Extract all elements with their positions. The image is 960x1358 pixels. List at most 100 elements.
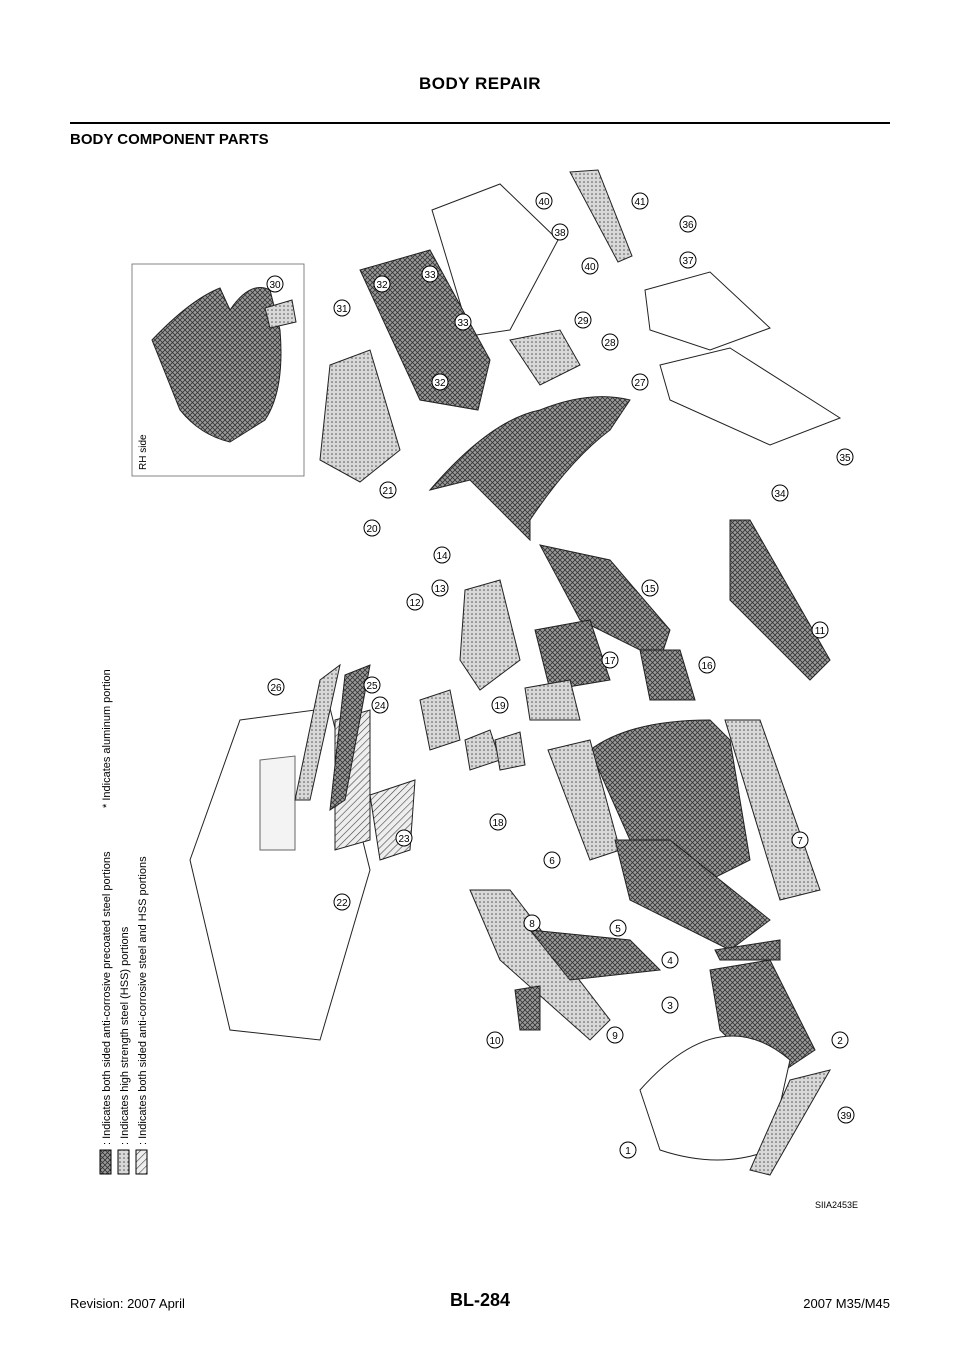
svg-text:13: 13 bbox=[434, 584, 446, 595]
svg-text:3: 3 bbox=[667, 1001, 673, 1012]
callout-23: 23 bbox=[395, 829, 413, 847]
callout-8: 8 bbox=[523, 914, 541, 932]
rh-side-inset: RH side bbox=[131, 263, 305, 477]
svg-text:29: 29 bbox=[577, 316, 589, 327]
svg-text:6: 6 bbox=[549, 856, 555, 867]
footer-revision: Revision: 2007 April bbox=[70, 1296, 185, 1311]
callout-11: 11 bbox=[811, 621, 829, 639]
footer-page-number: BL-284 bbox=[449, 1290, 511, 1310]
svg-text:40: 40 bbox=[584, 262, 596, 273]
callout-40b: 40 bbox=[581, 257, 599, 275]
svg-text:7: 7 bbox=[797, 836, 803, 847]
page-header-title: BODY REPAIR bbox=[418, 74, 541, 93]
callout-6: 6 bbox=[543, 851, 561, 869]
callout-9: 9 bbox=[606, 1026, 624, 1044]
callout-22: 22 bbox=[333, 893, 351, 911]
callout-21: 21 bbox=[379, 481, 397, 499]
page-footer: Revision: 2007 April BL-284 2007 M35/M45 bbox=[0, 1290, 960, 1330]
callout-30: 30 bbox=[266, 275, 284, 293]
svg-text:31: 31 bbox=[336, 304, 348, 315]
svg-text:24: 24 bbox=[374, 701, 386, 712]
callout-4: 4 bbox=[661, 951, 679, 969]
callout-31: 31 bbox=[333, 299, 351, 317]
svg-text:11: 11 bbox=[815, 626, 826, 637]
svg-text:25: 25 bbox=[366, 681, 378, 692]
callout-33a: 33 bbox=[421, 265, 439, 283]
callout-34: 34 bbox=[771, 484, 789, 502]
svg-text:26: 26 bbox=[270, 683, 282, 694]
svg-text:1: 1 bbox=[625, 1146, 631, 1157]
callout-38: 38 bbox=[551, 223, 569, 241]
callout-20: 20 bbox=[363, 519, 381, 537]
svg-text:17: 17 bbox=[604, 656, 616, 667]
inset-label: RH side bbox=[138, 434, 149, 470]
svg-text:33: 33 bbox=[457, 318, 469, 329]
svg-text:15: 15 bbox=[644, 584, 656, 595]
diagram-code: SIIA2453E bbox=[815, 1200, 858, 1210]
svg-text:20: 20 bbox=[366, 524, 378, 535]
svg-text:5: 5 bbox=[615, 924, 621, 935]
svg-text:4: 4 bbox=[667, 956, 673, 967]
parts-illustration bbox=[189, 169, 842, 1176]
svg-text:12: 12 bbox=[409, 598, 421, 609]
callout-26: 26 bbox=[267, 678, 285, 696]
callout-7: 7 bbox=[791, 831, 809, 849]
callout-32a: 32 bbox=[373, 275, 391, 293]
callout-27: 27 bbox=[631, 373, 649, 391]
svg-text:40: 40 bbox=[538, 197, 550, 208]
svg-text:32: 32 bbox=[376, 280, 388, 291]
legend-line-2: : Indicates high strength steel (HSS) po… bbox=[119, 926, 131, 1145]
svg-text:34: 34 bbox=[774, 489, 786, 500]
callout-35: 35 bbox=[836, 448, 854, 466]
callout-16: 16 bbox=[698, 656, 716, 674]
legend: : Indicates both sided anti-corrosive pr… bbox=[99, 669, 149, 1175]
callout-3: 3 bbox=[661, 996, 679, 1014]
legend-line-3: : Indicates both sided anti-corrosive st… bbox=[137, 856, 149, 1145]
svg-text:35: 35 bbox=[839, 453, 851, 464]
svg-text:10: 10 bbox=[489, 1036, 501, 1047]
callout-40a: 40 bbox=[535, 192, 553, 210]
svg-text:28: 28 bbox=[604, 338, 616, 349]
callout-36: 36 bbox=[679, 215, 697, 233]
callout-29: 29 bbox=[574, 311, 592, 329]
callout-32b: 32 bbox=[431, 373, 449, 391]
svg-text:27: 27 bbox=[634, 378, 646, 389]
svg-text:18: 18 bbox=[492, 818, 504, 829]
footer-model: 2007 M35/M45 bbox=[803, 1296, 890, 1311]
callout-14: 14 bbox=[433, 546, 451, 564]
svg-text:16: 16 bbox=[701, 661, 713, 672]
callout-10: 10 bbox=[486, 1031, 504, 1049]
svg-text:9: 9 bbox=[612, 1031, 618, 1042]
section-title: BODY COMPONENT PARTS bbox=[70, 131, 269, 148]
callout-13: 13 bbox=[431, 579, 449, 597]
svg-text:23: 23 bbox=[398, 834, 410, 845]
aluminum-note: * Indicates aluminum portion bbox=[101, 669, 113, 808]
callout-24: 24 bbox=[371, 696, 389, 714]
svg-text:41: 41 bbox=[634, 197, 646, 208]
header-rule bbox=[70, 122, 890, 124]
svg-text:30: 30 bbox=[269, 280, 281, 291]
callout-19: 19 bbox=[491, 696, 509, 714]
svg-text:14: 14 bbox=[436, 551, 448, 562]
svg-text:22: 22 bbox=[336, 898, 348, 909]
component-diagram: RH side bbox=[70, 160, 890, 1220]
callout-5: 5 bbox=[609, 919, 627, 937]
callout-39: 39 bbox=[837, 1106, 855, 1124]
callout-28: 28 bbox=[601, 333, 619, 351]
legend-line-1: : Indicates both sided anti-corrosive pr… bbox=[101, 851, 113, 1145]
callout-41: 41 bbox=[631, 192, 649, 210]
callout-1: 1 bbox=[619, 1141, 637, 1159]
callout-33b: 33 bbox=[454, 313, 472, 331]
callout-12: 12 bbox=[406, 593, 424, 611]
svg-text:36: 36 bbox=[682, 220, 694, 231]
callout-15: 15 bbox=[641, 579, 659, 597]
svg-text:2: 2 bbox=[837, 1036, 843, 1047]
callout-18: 18 bbox=[489, 813, 507, 831]
svg-text:38: 38 bbox=[554, 228, 566, 239]
svg-text:19: 19 bbox=[494, 701, 506, 712]
callouts: 1 2 3 4 5 6 7 8 9 10 11 12 13 14 15 16 1… bbox=[266, 192, 855, 1159]
callout-37: 37 bbox=[679, 251, 697, 269]
svg-text:32: 32 bbox=[434, 378, 446, 389]
callout-2: 2 bbox=[831, 1031, 849, 1049]
svg-text:8: 8 bbox=[529, 919, 535, 930]
